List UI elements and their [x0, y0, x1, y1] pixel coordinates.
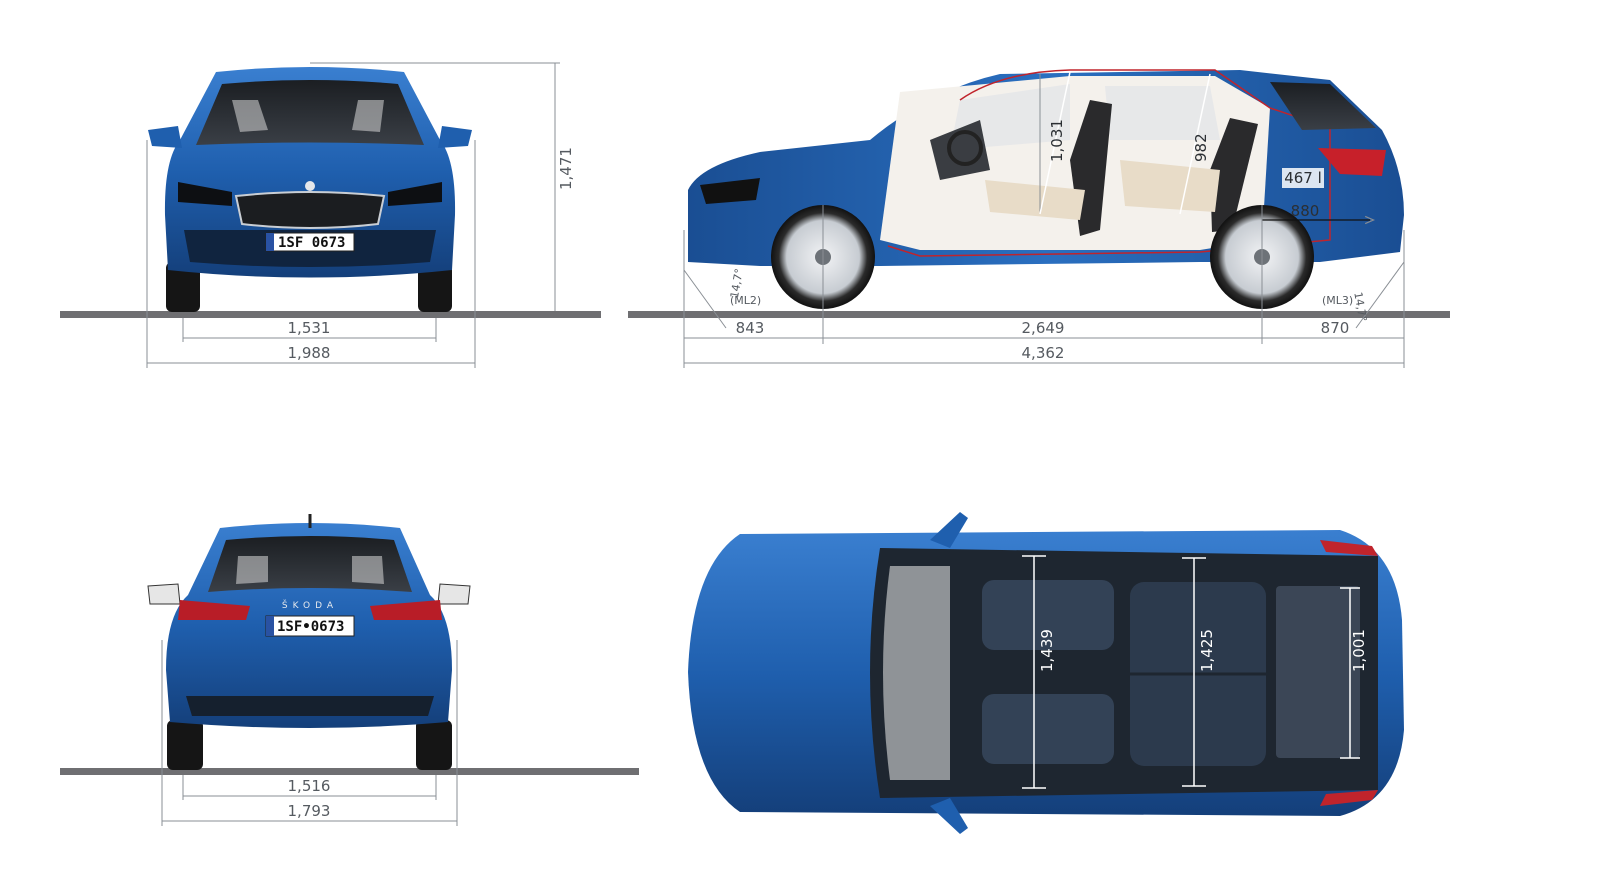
front-plate-eu-strip — [266, 233, 274, 251]
luggage-length-value: 880 — [1291, 202, 1320, 220]
front-ground-line — [60, 311, 601, 318]
side-tail-light — [1318, 148, 1386, 176]
rear-seat-back — [1210, 118, 1258, 232]
departure-angle-label: (ML3) — [1322, 294, 1353, 307]
headroom-rear-marker — [1179, 73, 1211, 215]
interior-width-rear-value: 1,425 — [1198, 629, 1216, 672]
approach-angle-label: (ML2) — [730, 294, 761, 307]
front-overhang-value: 843 — [736, 319, 765, 337]
rear-track-value: 1,516 — [288, 777, 331, 795]
top-boot-floor — [1276, 586, 1360, 758]
rear-ground-line — [60, 768, 639, 775]
top-left-mirror — [930, 512, 968, 548]
front-left-mirror — [148, 126, 182, 148]
front-width-value: 1,988 — [288, 344, 331, 362]
boot-width-value: 1,001 — [1350, 629, 1368, 672]
headroom-front-marker — [1039, 71, 1071, 215]
rear-right-tail-light — [370, 600, 442, 620]
rear-right-tyre — [416, 720, 452, 770]
skoda-logo-icon — [305, 181, 315, 191]
rear-diffuser — [186, 696, 434, 716]
rear-badge-text: ŠKODA — [282, 599, 338, 611]
top-right-mirror — [930, 798, 968, 834]
front-right-mirror — [438, 126, 472, 148]
departure-angle-value: 14,7° — [1351, 291, 1369, 323]
front-right-headlight — [388, 182, 442, 206]
rear-left-mirror — [147, 583, 181, 605]
rear-view: ŠKODA 1SF•0673 1,516 1,793 — [60, 514, 639, 826]
top-view: 1,439 1,425 1,001 — [688, 512, 1404, 834]
top-front-right-seat — [982, 694, 1114, 764]
luggage-volume-value: 467 l — [1284, 169, 1322, 187]
side-view: 1,031 982 467 l 880 14,7° (ML2) (ML3) 14… — [628, 69, 1450, 368]
front-plate-text: 1SF 0673 — [278, 235, 345, 251]
rear-seats-visible — [236, 556, 384, 584]
front-height-value: 1,471 — [557, 147, 575, 190]
rear-plate-eu-strip — [266, 616, 274, 636]
departure-angle-line — [1355, 261, 1405, 329]
rear-right-mirror — [437, 583, 471, 605]
approach-angle-value: 14,7° — [728, 267, 746, 299]
front-right-tyre — [418, 262, 452, 312]
side-ground-line — [628, 311, 1450, 318]
top-front-left-seat — [982, 580, 1114, 650]
front-view: 1SF 0673 1,471 1,531 1,988 — [60, 62, 601, 368]
headroom-front-value: 1,031 — [1048, 119, 1066, 162]
front-left-headlight — [178, 182, 232, 206]
approach-angle-line — [683, 269, 727, 329]
front-seats-visible — [232, 100, 384, 132]
wheelbase-value: 2,649 — [1022, 319, 1065, 337]
rear-left-tail-light — [178, 600, 250, 620]
side-tailgate-glass — [1270, 82, 1376, 130]
rear-width-value: 1,793 — [288, 802, 331, 820]
rear-plate-text: 1SF•0673 — [277, 619, 344, 635]
interior-outline — [887, 69, 1331, 257]
rear-left-tyre — [167, 720, 203, 770]
front-track-value: 1,531 — [288, 319, 331, 337]
headroom-rear-value: 982 — [1192, 133, 1210, 162]
front-windshield — [196, 80, 424, 145]
rear-seat-cushion — [1120, 160, 1220, 212]
front-seat-cushion — [985, 180, 1085, 220]
front-left-tyre — [166, 262, 200, 312]
rear-overhang-value: 870 — [1321, 319, 1350, 337]
steering-wheel-icon — [947, 130, 983, 166]
side-rear-window — [1105, 86, 1220, 140]
side-headlight — [700, 178, 760, 204]
front-grille — [234, 191, 386, 229]
luggage-volume-box — [1282, 168, 1324, 188]
length-value: 4,362 — [1022, 344, 1065, 362]
top-dashboard — [883, 566, 950, 780]
interior-width-front-value: 1,439 — [1038, 629, 1056, 672]
